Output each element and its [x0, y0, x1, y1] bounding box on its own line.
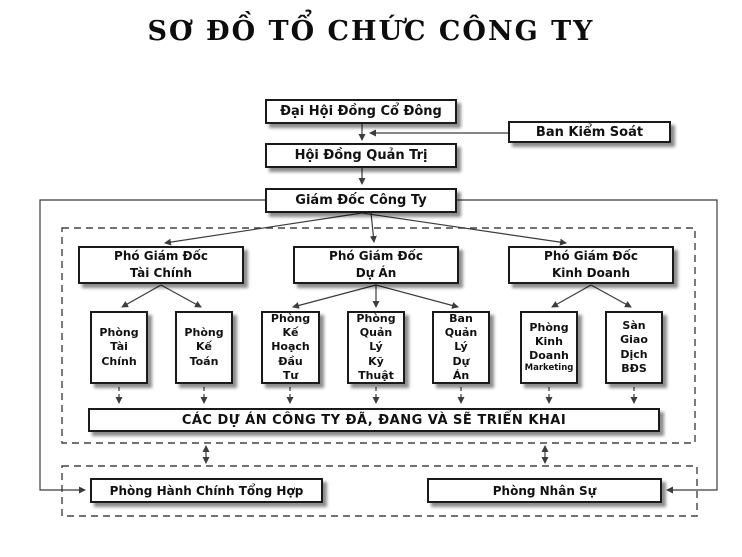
node-label: Phòng Quản Lý Kỹ Thuật — [356, 312, 396, 382]
node-sublabel: Marketing — [524, 363, 574, 374]
node-phong-tai-chinh: Phòng Tài Chính — [90, 311, 148, 384]
node-label: Phó Giám Đốc Kinh Doanh — [544, 248, 638, 280]
page-title: SƠ ĐỒ TỔ CHỨC CÔNG TY — [147, 16, 595, 47]
dashed-frames — [61, 227, 698, 517]
link-director-to-vp-finance — [164, 212, 363, 246]
node-label: Phòng Kế Toán — [184, 326, 224, 368]
link-vpbiz-to-exchange-dept — [590, 284, 632, 308]
node-label: Giám Đốc Công Ty — [295, 193, 427, 208]
node-cac-du-an-bar: CÁC DỰ ÁN CÔNG TY ĐÃ, ĐANG VÀ SẼ TRIỂN K… — [88, 408, 660, 432]
node-ban-kiem-soat: Ban Kiểm Soát — [508, 121, 671, 143]
link-director-loop-left — [39, 199, 265, 494]
link-vpfin-to-finance-dept — [121, 284, 162, 308]
node-pho-gd-tai-chinh: Phó Giám Đốc Tài Chính — [78, 246, 244, 284]
node-label: Phòng Nhân Sự — [492, 483, 597, 498]
node-giam-doc-cong-ty: Giám Đốc Công Ty — [265, 188, 457, 213]
vp-departments-frame — [61, 227, 696, 444]
node-ban-quan-ly-du-an: Ban Quản Lý Dự Án — [432, 311, 490, 384]
node-pho-gd-kinh-doanh: Phó Giám Đốc Kinh Doanh — [508, 246, 674, 284]
link-vpfin-to-accounting-dept — [160, 284, 202, 308]
link-director-to-vp-business — [361, 212, 567, 246]
node-label: Phòng Tài Chính — [99, 326, 139, 368]
node-label: Ban Kiểm Soát — [535, 124, 644, 140]
node-phong-hanh-chinh-tong-hop: Phòng Hành Chính Tổng Hợp — [90, 478, 323, 503]
link-director-to-vp-project — [369, 212, 377, 243]
node-phong-kinh-doanh-marketing: Phòng Kinh Doanh Marketing — [520, 311, 578, 384]
node-label: Đại Hội Đồng Cổ Đông — [280, 104, 442, 119]
solid-connectors — [39, 124, 718, 494]
node-label: Sàn Giao Dịch BĐS — [620, 319, 648, 375]
support-departments-frame — [61, 465, 698, 517]
node-phong-quan-ly-ky-thuat: Phòng Quản Lý Kỹ Thuật — [347, 311, 405, 384]
node-hoi-dong-quan-tri: Hội Đồng Quản Trị — [265, 143, 457, 168]
link-vpprj-to-pmu-dept — [375, 284, 459, 309]
node-phong-ke-toan: Phòng Kế Toán — [175, 311, 233, 384]
node-label: Hội Đồng Quản Trị — [294, 148, 428, 163]
node-label: Ban Quản Lý Dự Án — [444, 312, 478, 382]
node-label: Phòng Kinh Doanh — [529, 320, 569, 363]
node-label: CÁC DỰ ÁN CÔNG TY ĐÃ, ĐANG VÀ SẼ TRIỂN K… — [181, 412, 567, 428]
node-label: Phó Giám Đốc Dự Án — [329, 248, 423, 280]
node-label: Phòng Kế Hoạch Đầu Tư — [270, 312, 311, 382]
node-dai-hoi-dong-co-dong: Đại Hội Đồng Cổ Đông — [265, 99, 457, 124]
node-san-giao-dich-bds: Sàn Giao Dịch BĐS — [605, 311, 663, 384]
node-label: Phó Giám Đốc Tài Chính — [114, 248, 208, 280]
link-vpbiz-to-sales-dept — [551, 284, 592, 308]
node-phong-ke-hoach-dau-tu: Phòng Kế Hoạch Đầu Tư — [261, 311, 320, 384]
node-label: Phòng Hành Chính Tổng Hợp — [109, 483, 304, 498]
node-phong-nhan-su: Phòng Nhân Sự — [427, 478, 662, 503]
node-pho-gd-du-an: Phó Giám Đốc Dự Án — [293, 246, 459, 284]
link-director-loop-right — [457, 199, 718, 494]
dashed-connectors — [115, 387, 638, 464]
link-vpprj-to-planning-dept — [292, 284, 377, 309]
